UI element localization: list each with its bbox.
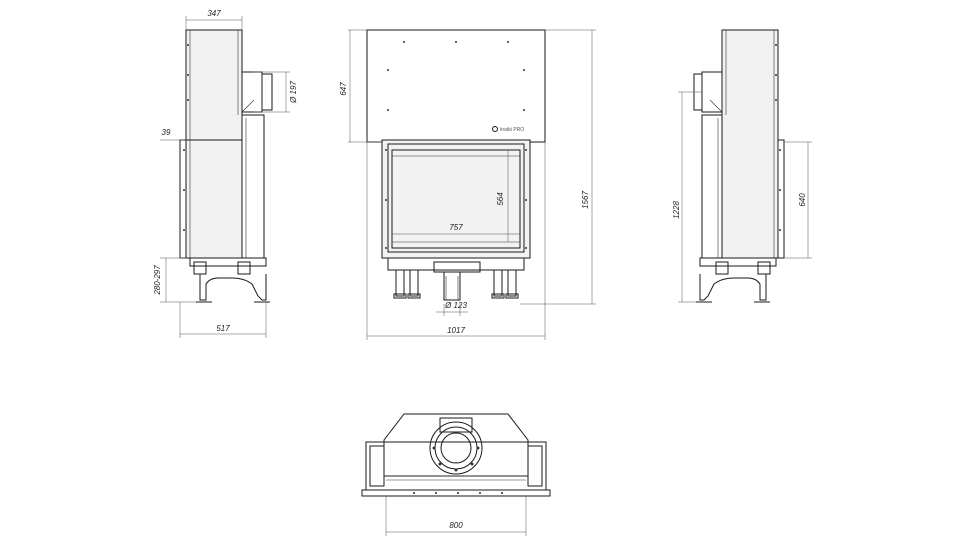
brand-label: kratki PRO <box>500 127 524 133</box>
dim-glass-width: 757 <box>449 223 463 232</box>
dim-outlet-diameter: Ø 197 <box>289 81 298 104</box>
dim-leg-height: 280-297 <box>153 265 162 296</box>
dim-total-height: 1567 <box>581 191 590 209</box>
dim-top-view-width: 800 <box>449 521 463 530</box>
front-view: kratki PRO 647 757 564 1567 <box>339 29 596 340</box>
left-side-view: 347 Ø 197 39 280-297 517 <box>153 9 298 338</box>
dim-side-offset: 39 <box>162 128 171 137</box>
dim-side-depth-top: 347 <box>207 9 221 18</box>
dim-front-top-height: 647 <box>339 82 348 96</box>
right-side-view: 1228 640 <box>672 29 812 303</box>
dim-glass-height: 564 <box>496 192 505 206</box>
dim-side-depth-bottom: 517 <box>216 324 230 333</box>
top-view: 800 <box>361 413 551 536</box>
dim-right-height-door: 640 <box>798 193 807 207</box>
dim-air-inlet-diameter: Ø 123 <box>444 301 467 310</box>
dim-front-width: 1017 <box>447 326 465 335</box>
dim-right-height-total: 1228 <box>672 201 681 219</box>
